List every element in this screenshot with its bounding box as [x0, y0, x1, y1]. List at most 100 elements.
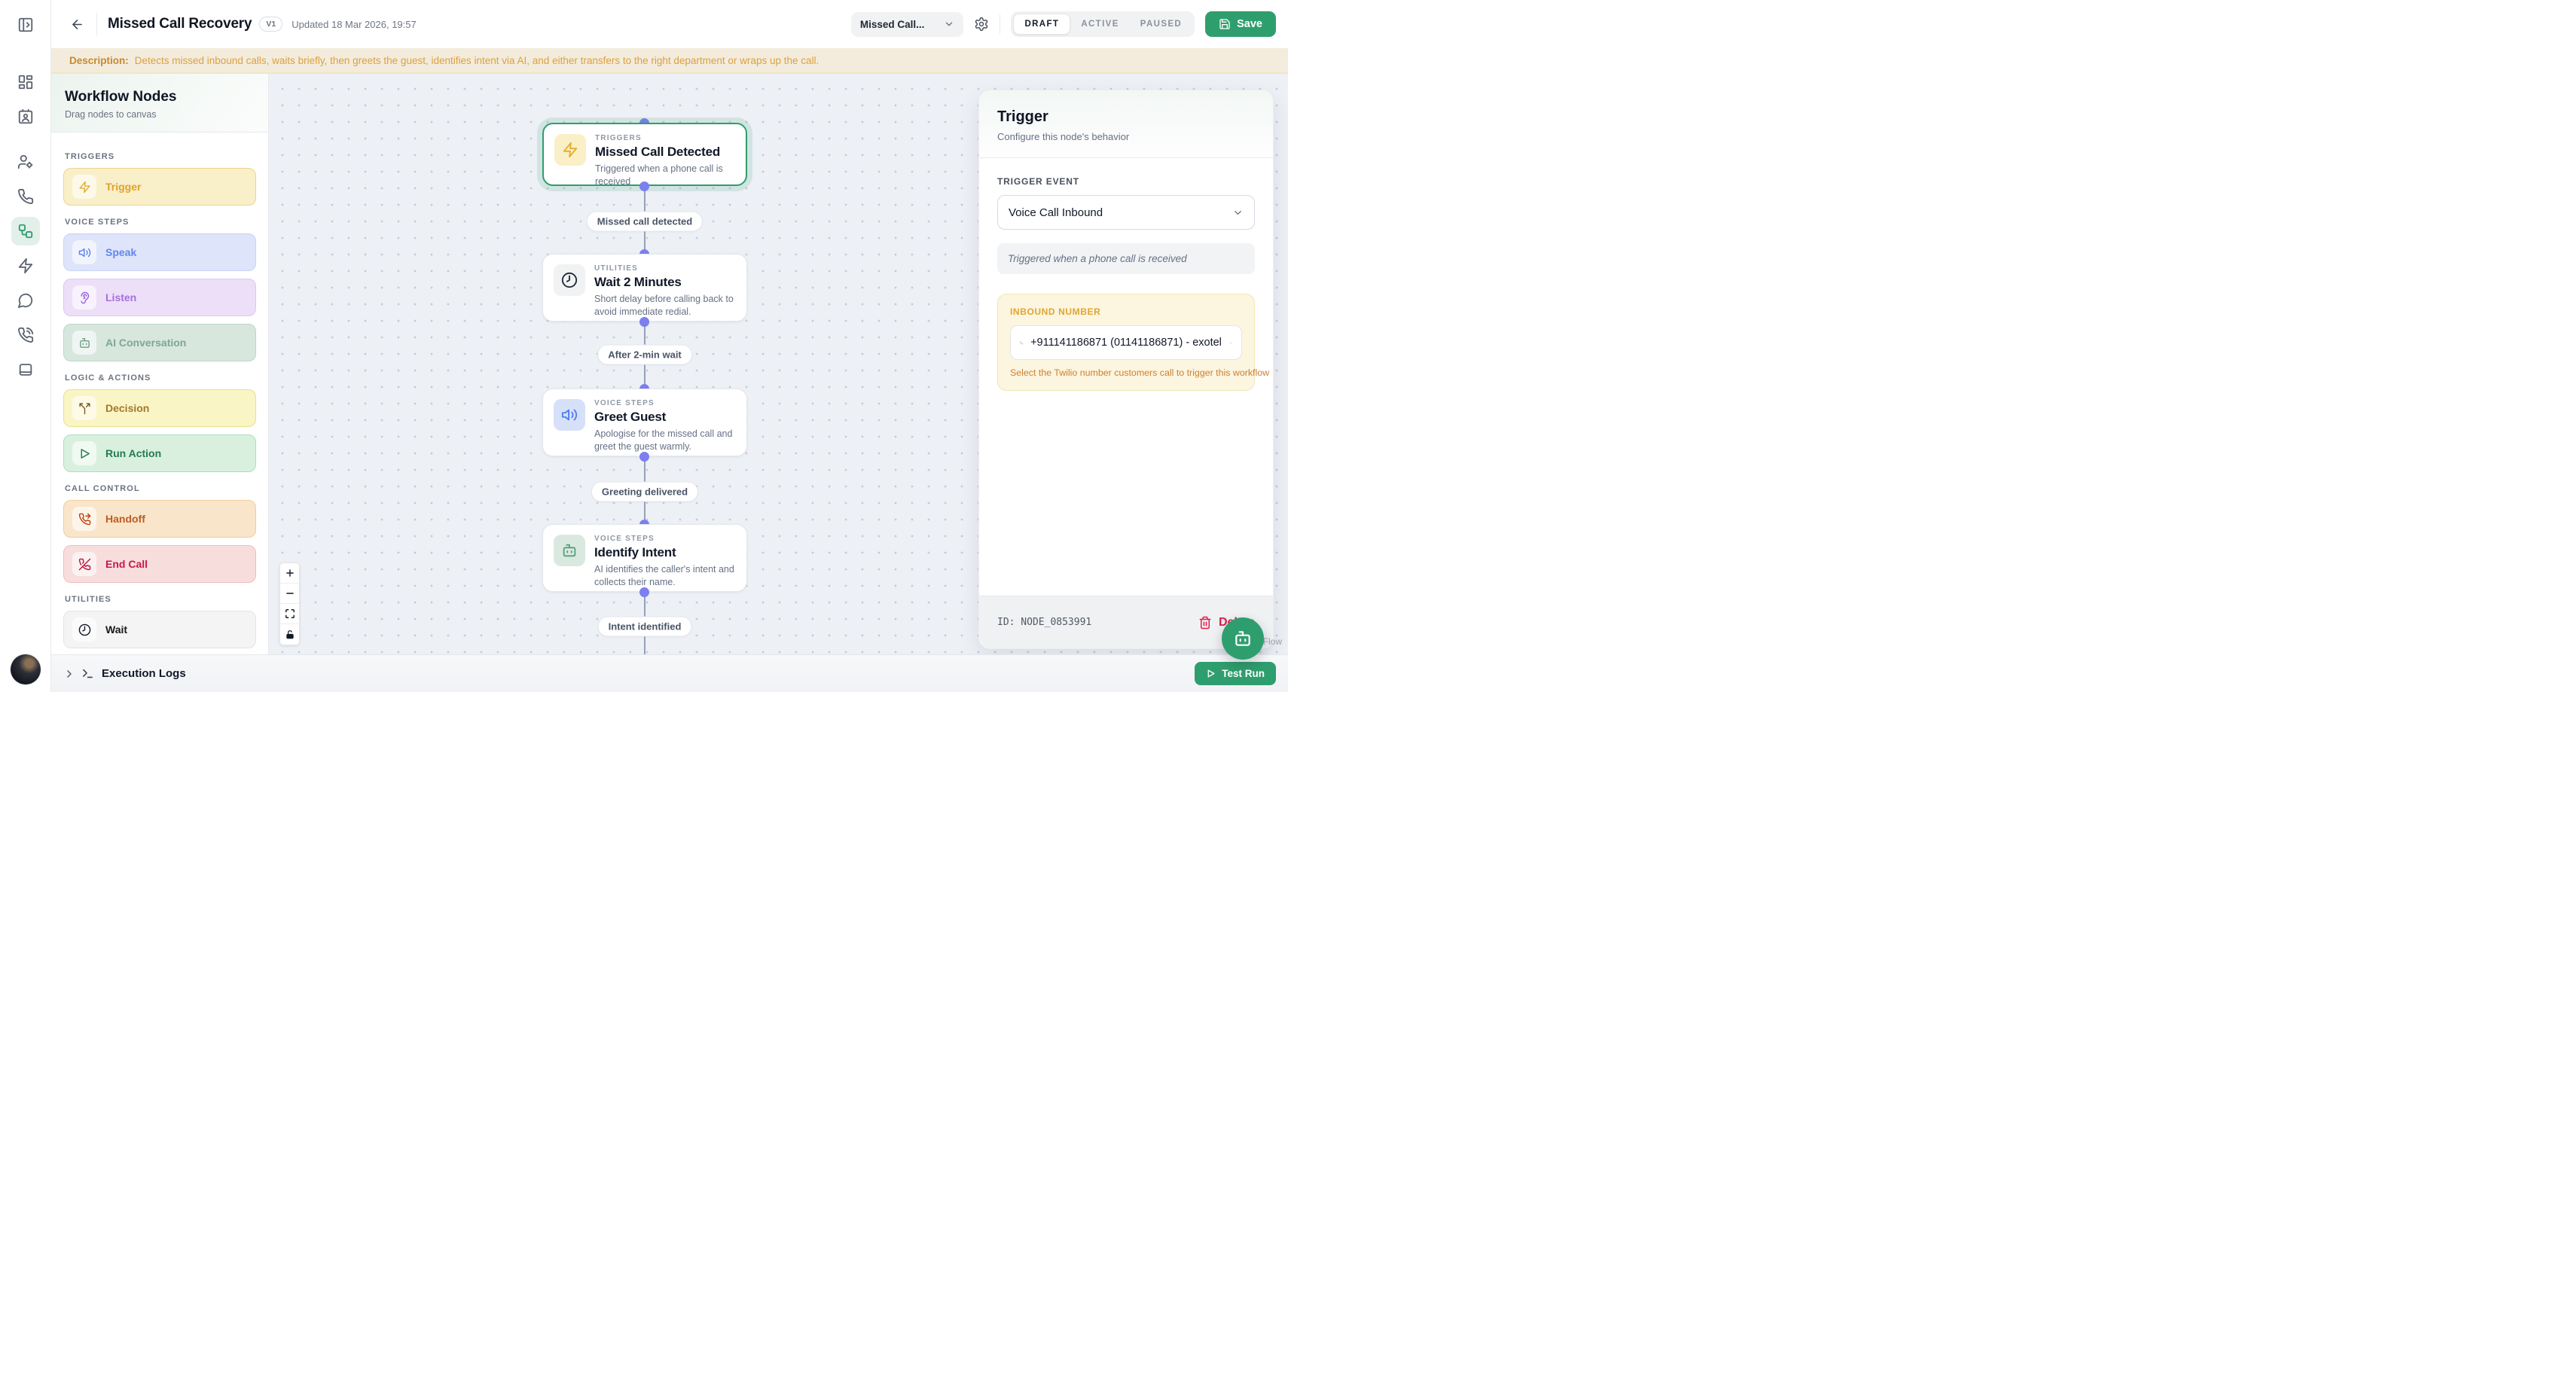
node-category: VOICE STEPS: [594, 399, 655, 407]
chat-icon[interactable]: [11, 286, 40, 315]
section-label-call-control: CALL CONTROL: [65, 484, 140, 493]
node-inspector-panel: Trigger Configure this node's behavior T…: [978, 90, 1274, 649]
test-run-label: Test Run: [1222, 668, 1265, 679]
user-avatar[interactable]: [10, 654, 41, 684]
node-description: Triggered when a phone call is received: [595, 163, 723, 187]
speaker-icon: [72, 240, 96, 264]
trigger-event-select[interactable]: Voice Call Inbound: [997, 195, 1255, 230]
app: Missed Call Recovery V1 Updated 18 Mar 2…: [0, 0, 1288, 692]
lock-button[interactable]: [280, 624, 299, 645]
node-category: VOICE STEPS: [594, 535, 655, 543]
node-handle[interactable]: [639, 316, 649, 327]
node-handle[interactable]: [639, 587, 649, 597]
panel-left-open-icon[interactable]: [11, 11, 40, 39]
contacts-icon[interactable]: [11, 102, 40, 131]
inbound-number-select[interactable]: +911141186871 (01141186871) - exotel: [1010, 325, 1242, 360]
zoom-in-button[interactable]: [280, 563, 299, 584]
node-identify-intent[interactable]: VOICE STEPS Identify Intent AI identifie…: [542, 524, 747, 592]
trigger-event-label: TRIGGER EVENT: [997, 176, 1079, 187]
inspector-body: TRIGGER EVENT Voice Call Inbound Trigger…: [979, 158, 1273, 409]
palette-item-handoff[interactable]: Handoff: [63, 500, 256, 538]
palette-item-wait[interactable]: Wait: [63, 611, 256, 648]
content-area: Workflow Nodes Drag nodes to canvas TRIG…: [51, 74, 1288, 654]
status-paused[interactable]: PAUSED: [1140, 20, 1183, 29]
phone-icon[interactable]: [11, 182, 40, 211]
workflow-canvas[interactable]: TRIGGERS Missed Call Detected Triggered …: [269, 74, 1288, 654]
status-active[interactable]: ACTIVE: [1081, 20, 1119, 29]
chevron-down-icon: [1229, 342, 1232, 343]
trash-icon: [1199, 616, 1211, 629]
phone-off-icon: [72, 552, 96, 576]
edge-label: Greeting delivered: [591, 481, 699, 502]
back-button[interactable]: [65, 12, 89, 36]
main-column: Missed Call Recovery V1 Updated 18 Mar 2…: [51, 0, 1288, 692]
execution-logs-bar: Execution Logs Test Run: [51, 654, 1288, 692]
chevron-down-icon: [946, 22, 953, 26]
palette-body: TRIGGERS Trigger VOICE STEPS Speak Liste…: [51, 133, 268, 654]
zoom-out-button[interactable]: [280, 584, 299, 604]
node-title: Identify Intent: [594, 545, 676, 559]
palette-item-trigger[interactable]: Trigger: [63, 168, 256, 206]
node-category: UTILITIES: [594, 264, 639, 273]
icon-rail: [0, 0, 51, 692]
fit-view-button[interactable]: [280, 604, 299, 624]
node-missed-call-detected[interactable]: TRIGGERS Missed Call Detected Triggered …: [542, 123, 747, 187]
inspector-subtitle: Configure this node's behavior: [997, 131, 1130, 142]
palette-item-run-action[interactable]: Run Action: [63, 434, 256, 472]
status-segmented-control: DRAFT ACTIVE PAUSED: [1011, 11, 1195, 37]
split-icon: [72, 396, 96, 420]
save-button[interactable]: Save: [1205, 11, 1276, 37]
save-label: Save: [1237, 18, 1262, 30]
section-label-utilities: UTILITIES: [65, 595, 111, 604]
play-icon: [72, 441, 96, 465]
top-bar-actions: Missed Call... DRAFT ACTIVE PAUSED Save: [850, 11, 1276, 37]
canvas-controls: [279, 562, 300, 645]
node-handle[interactable]: [639, 181, 649, 191]
node-description: Apologise for the missed call and greet …: [594, 428, 733, 452]
dashboard-icon[interactable]: [11, 68, 40, 96]
user-settings-icon[interactable]: [11, 148, 40, 176]
chevron-right-icon[interactable]: [63, 668, 75, 680]
phone-call-icon[interactable]: [11, 321, 40, 349]
bot-icon: [72, 331, 96, 355]
trigger-event-value: Voice Call Inbound: [1009, 206, 1103, 219]
terminal-icon: [81, 667, 94, 680]
inbound-number-help: Select the Twilio number customers call …: [1010, 367, 1270, 378]
description-label: Description:: [69, 54, 129, 66]
bot-icon: [1235, 631, 1250, 646]
inbound-number-value: +911141186871 (01141186871) - exotel: [1030, 337, 1222, 349]
phone-forward-icon: [72, 507, 96, 531]
updated-timestamp: Updated 18 Mar 2026, 19:57: [291, 18, 417, 30]
edge-label: After 2-min wait: [597, 344, 692, 365]
palette-item-ai-conversation[interactable]: AI Conversation: [63, 324, 256, 361]
description-text: Detects missed inbound calls, waits brie…: [134, 54, 819, 66]
zap-icon[interactable]: [11, 251, 40, 280]
node-handle[interactable]: [639, 451, 649, 462]
inbound-number-label: INBOUND NUMBER: [1010, 306, 1101, 317]
execution-logs-label: Execution Logs: [102, 667, 186, 680]
status-draft[interactable]: DRAFT: [1013, 14, 1071, 35]
description-bar: Description: Detects missed inbound call…: [51, 48, 1288, 74]
palette-item-end-call[interactable]: End Call: [63, 545, 256, 583]
section-label-voice-steps: VOICE STEPS: [65, 218, 130, 227]
assistant-bot-button[interactable]: [1222, 617, 1264, 660]
node-category: TRIGGERS: [595, 134, 642, 142]
workflow-select[interactable]: Missed Call...: [850, 11, 964, 37]
palette-item-speak[interactable]: Speak: [63, 233, 256, 271]
test-run-button[interactable]: Test Run: [1195, 662, 1276, 685]
section-label-triggers: TRIGGERS: [65, 152, 115, 161]
zap-icon: [72, 175, 96, 199]
settings-gear-icon[interactable]: [974, 17, 989, 32]
node-wait-2-minutes[interactable]: UTILITIES Wait 2 Minutes Short delay bef…: [542, 254, 747, 322]
node-description: AI identifies the caller's intent and co…: [594, 564, 734, 587]
chevron-down-icon: [1235, 210, 1241, 215]
palette-item-listen[interactable]: Listen: [63, 279, 256, 316]
workflow-icon[interactable]: [11, 217, 40, 245]
palette-item-decision[interactable]: Decision: [63, 389, 256, 427]
node-greet-guest[interactable]: VOICE STEPS Greet Guest Apologise for th…: [542, 389, 747, 456]
bot-icon: [554, 535, 585, 566]
inbound-number-card: INBOUND NUMBER +911141186871 (0114118687…: [997, 294, 1270, 391]
notebook-icon[interactable]: [11, 355, 40, 384]
speaker-icon: [554, 399, 585, 431]
page-title: Missed Call Recovery: [108, 16, 252, 32]
